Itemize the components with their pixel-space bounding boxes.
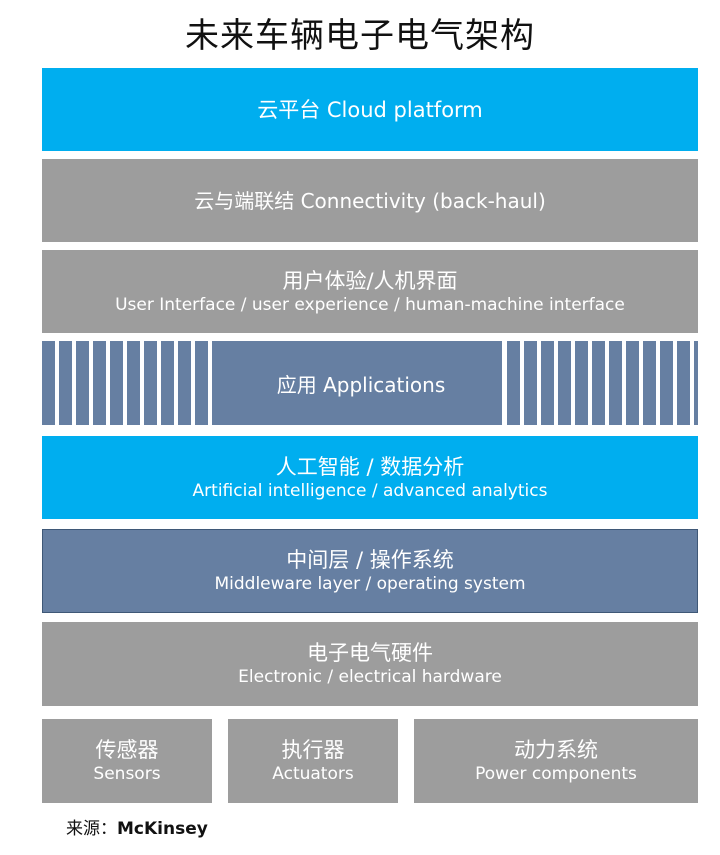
layer-applications: 应用 Applications bbox=[220, 341, 502, 425]
source-note: 来源：McKinsey bbox=[66, 814, 208, 839]
source-value: McKinsey bbox=[117, 819, 208, 839]
layer-connectivity-label: 云与端联结 Connectivity (back-haul) bbox=[194, 188, 546, 213]
component-power: 动力系统 Power components bbox=[414, 719, 698, 803]
applications-stripes-right bbox=[507, 341, 698, 425]
component-power-en: Power components bbox=[475, 764, 637, 784]
layer-ui-zh: 用户体验/人机界面 bbox=[282, 268, 458, 293]
diagram-title: 未来车辆电子电气架构 bbox=[185, 16, 535, 56]
component-actuators-en: Actuators bbox=[272, 764, 354, 784]
layer-user-interface: 用户体验/人机界面 User Interface / user experien… bbox=[42, 250, 698, 333]
component-sensors-zh: 传感器 bbox=[95, 738, 159, 762]
layer-cloud-platform: 云平台 Cloud platform bbox=[42, 68, 698, 151]
component-power-zh: 动力系统 bbox=[514, 738, 598, 762]
layer-hardware-zh: 电子电气硬件 bbox=[307, 641, 433, 665]
layer-connectivity: 云与端联结 Connectivity (back-haul) bbox=[42, 159, 698, 242]
layer-middleware: 中间层 / 操作系统 Middleware layer / operating … bbox=[42, 529, 698, 613]
layer-applications-label: 应用 Applications bbox=[276, 372, 446, 397]
layer-hardware-en: Electronic / electrical hardware bbox=[238, 667, 502, 687]
layer-ui-en: User Interface / user experience / human… bbox=[115, 294, 625, 315]
applications-stripes-left bbox=[42, 341, 220, 425]
layer-middleware-en: Middleware layer / operating system bbox=[214, 574, 526, 594]
layer-ai-en: Artificial intelligence / advanced analy… bbox=[192, 480, 548, 501]
component-actuators: 执行器 Actuators bbox=[228, 719, 398, 803]
component-actuators-zh: 执行器 bbox=[281, 738, 345, 762]
layer-hardware: 电子电气硬件 Electronic / electrical hardware bbox=[42, 622, 698, 706]
layer-cloud-label: 云平台 Cloud platform bbox=[257, 97, 483, 122]
layer-ai-zh: 人工智能 / 数据分析 bbox=[275, 454, 465, 479]
component-sensors: 传感器 Sensors bbox=[42, 719, 212, 803]
layer-ai-analytics: 人工智能 / 数据分析 Artificial intelligence / ad… bbox=[42, 436, 698, 519]
layer-middleware-zh: 中间层 / 操作系统 bbox=[286, 548, 454, 572]
source-label: 来源： bbox=[66, 819, 117, 839]
component-sensors-en: Sensors bbox=[93, 764, 161, 784]
